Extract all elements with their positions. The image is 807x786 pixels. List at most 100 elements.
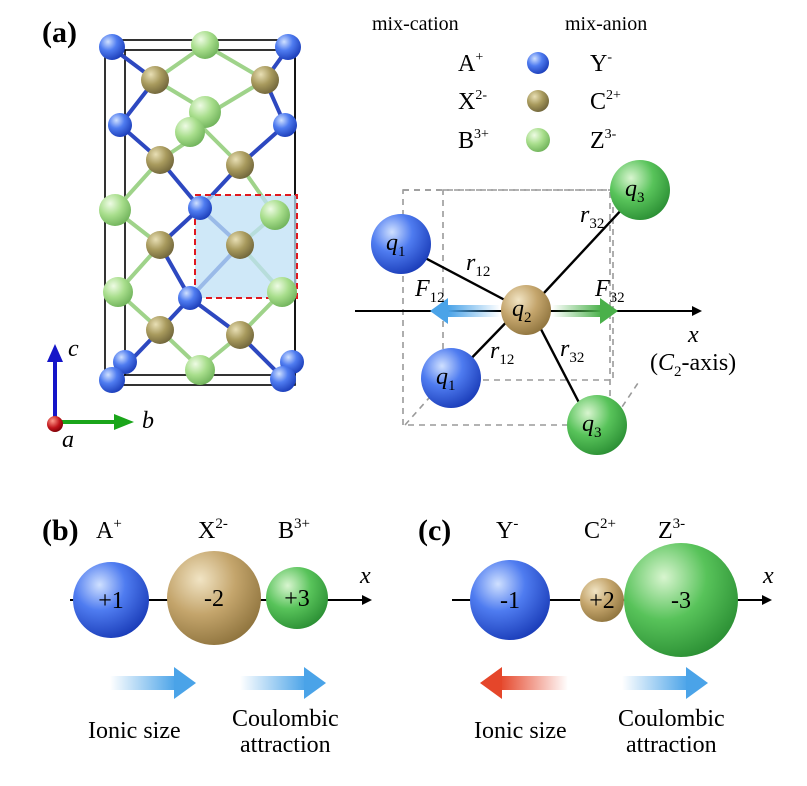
panel-b-caption-coulombic: Coulombic — [232, 706, 339, 732]
label-c2-axis: (C2-axis) — [650, 350, 736, 380]
label-q3-top: q3 — [625, 176, 645, 206]
panel-b-x-label: x — [359, 563, 371, 589]
sphere-q3-bottom — [567, 395, 627, 455]
atom-blue — [108, 113, 132, 137]
panel-b-charge-b: +3 — [284, 586, 310, 612]
label-r12-top: r12 — [466, 250, 490, 280]
panel-b-ion-x: X2- — [198, 516, 228, 544]
legend-ion-y: Y- — [590, 50, 612, 77]
label-f12: F12 — [414, 276, 445, 306]
sphere-q3-top — [610, 160, 670, 220]
panel-b-caption-ionic-size: Ionic size — [88, 718, 181, 744]
panel-label-a: (a) — [42, 16, 77, 49]
panel-c-charge-z: -3 — [671, 588, 691, 614]
panel-c-charge-c: +2 — [589, 588, 615, 614]
label-r32-top: r32 — [580, 202, 604, 232]
legend-ion-a: A+ — [458, 50, 483, 77]
legend-ball-tan — [527, 90, 549, 112]
atom-olive — [226, 231, 254, 259]
label-q1-top: q1 — [386, 230, 406, 260]
panel-b-ion-b: B3+ — [278, 516, 310, 544]
panel-b-charge-a: +1 — [98, 588, 124, 614]
panel-c: Y- C2+ Z3- -1 +2 -3 x Ionic size Coulomb… — [452, 516, 774, 758]
axis-label-b: b — [142, 408, 154, 434]
atom-olive — [146, 231, 174, 259]
label-r12-bottom: r12 — [490, 338, 514, 368]
legend-ball-blue — [527, 52, 549, 74]
panel-label-c: (c) — [418, 514, 451, 547]
atom-green — [99, 194, 131, 226]
panel-c-sphere-c — [580, 578, 624, 622]
panel-b-sphere-a — [73, 562, 149, 638]
label-r32-bottom: r32 — [560, 336, 584, 366]
legend-anion-header: mix-anion — [565, 13, 647, 35]
atom-olive — [146, 316, 174, 344]
panel-b-coulomb-arrow — [240, 667, 326, 699]
atom-green — [185, 355, 215, 385]
sphere-q2 — [501, 285, 551, 335]
panel-b-sphere-x — [167, 551, 261, 645]
label-q3-bottom: q3 — [582, 411, 602, 441]
force-arrow-f32 — [552, 298, 618, 324]
label-model-x: x — [687, 322, 699, 348]
atom-blue — [270, 366, 296, 392]
panel-label-b: (b) — [42, 514, 79, 547]
panel-c-ionic-size-arrow — [480, 667, 568, 699]
legend-ion-c: C2+ — [590, 88, 621, 115]
atom-olive — [226, 321, 254, 349]
panel-c-ion-y: Y- — [496, 516, 518, 544]
atom-green — [267, 277, 297, 307]
atom-blue — [188, 196, 212, 220]
atom-green — [175, 117, 205, 147]
atom-olive — [251, 66, 279, 94]
legend-ion-b: B3+ — [458, 127, 489, 154]
panel-c-sphere-z — [624, 543, 738, 657]
legend-ion-x: X2- — [458, 88, 487, 115]
panel-c-caption-attraction: attraction — [626, 732, 717, 758]
atom-green — [191, 31, 219, 59]
panel-b-charge-x: -2 — [204, 586, 224, 612]
force-arrow-f12 — [430, 298, 500, 324]
atom-blue — [113, 350, 137, 374]
coulomb-model: q1 q1 q2 q3 q3 r12 r12 r32 r32 F12 F32 x… — [355, 160, 736, 455]
atom-blue — [99, 367, 125, 393]
panel-c-caption-coulombic: Coulombic — [618, 706, 725, 732]
legend-ball-green — [526, 128, 550, 152]
ion-legend: mix-cation mix-anion A+ Y- X2- C2+ B3+ Z… — [372, 13, 647, 154]
sphere-q1-top — [371, 214, 431, 274]
atom-green — [260, 200, 290, 230]
sphere-q1-bottom — [421, 348, 481, 408]
atom-olive — [141, 66, 169, 94]
panel-b: A+ X2- B3+ +1 -2 +3 x Ionic size Coulomb… — [70, 516, 372, 758]
atom-green — [103, 277, 133, 307]
atom-olive — [226, 151, 254, 179]
label-q1-bottom: q1 — [436, 364, 456, 394]
legend-cation-header: mix-cation — [372, 13, 459, 35]
atom-olive — [146, 146, 174, 174]
panel-b-caption-attraction: attraction — [240, 732, 331, 758]
panel-c-coulomb-arrow — [622, 667, 708, 699]
legend-ion-z: Z3- — [590, 127, 617, 154]
panel-c-ion-c: C2+ — [584, 516, 616, 544]
label-f32: F32 — [594, 276, 625, 306]
panel-c-x-label: x — [762, 563, 774, 589]
atom-blue — [99, 34, 125, 60]
panel-c-sphere-y — [470, 560, 550, 640]
axis-label-a: a — [62, 427, 74, 453]
panel-b-ionic-size-arrow — [110, 667, 196, 699]
axis-origin-dot — [47, 416, 63, 432]
atom-blue — [273, 113, 297, 137]
axes-triad: c b a — [47, 336, 154, 453]
atom-blue — [275, 34, 301, 60]
atom-blue — [178, 286, 202, 310]
panel-b-sphere-b — [266, 567, 328, 629]
panel-c-ion-z: Z3- — [658, 516, 685, 544]
crystal-structure — [99, 31, 304, 393]
crystal-atoms — [99, 31, 304, 393]
panel-b-ion-a: A+ — [96, 516, 122, 544]
panel-c-caption-ionic-size: Ionic size — [474, 718, 567, 744]
label-q2: q2 — [512, 296, 532, 326]
panel-c-charge-y: -1 — [500, 588, 520, 614]
